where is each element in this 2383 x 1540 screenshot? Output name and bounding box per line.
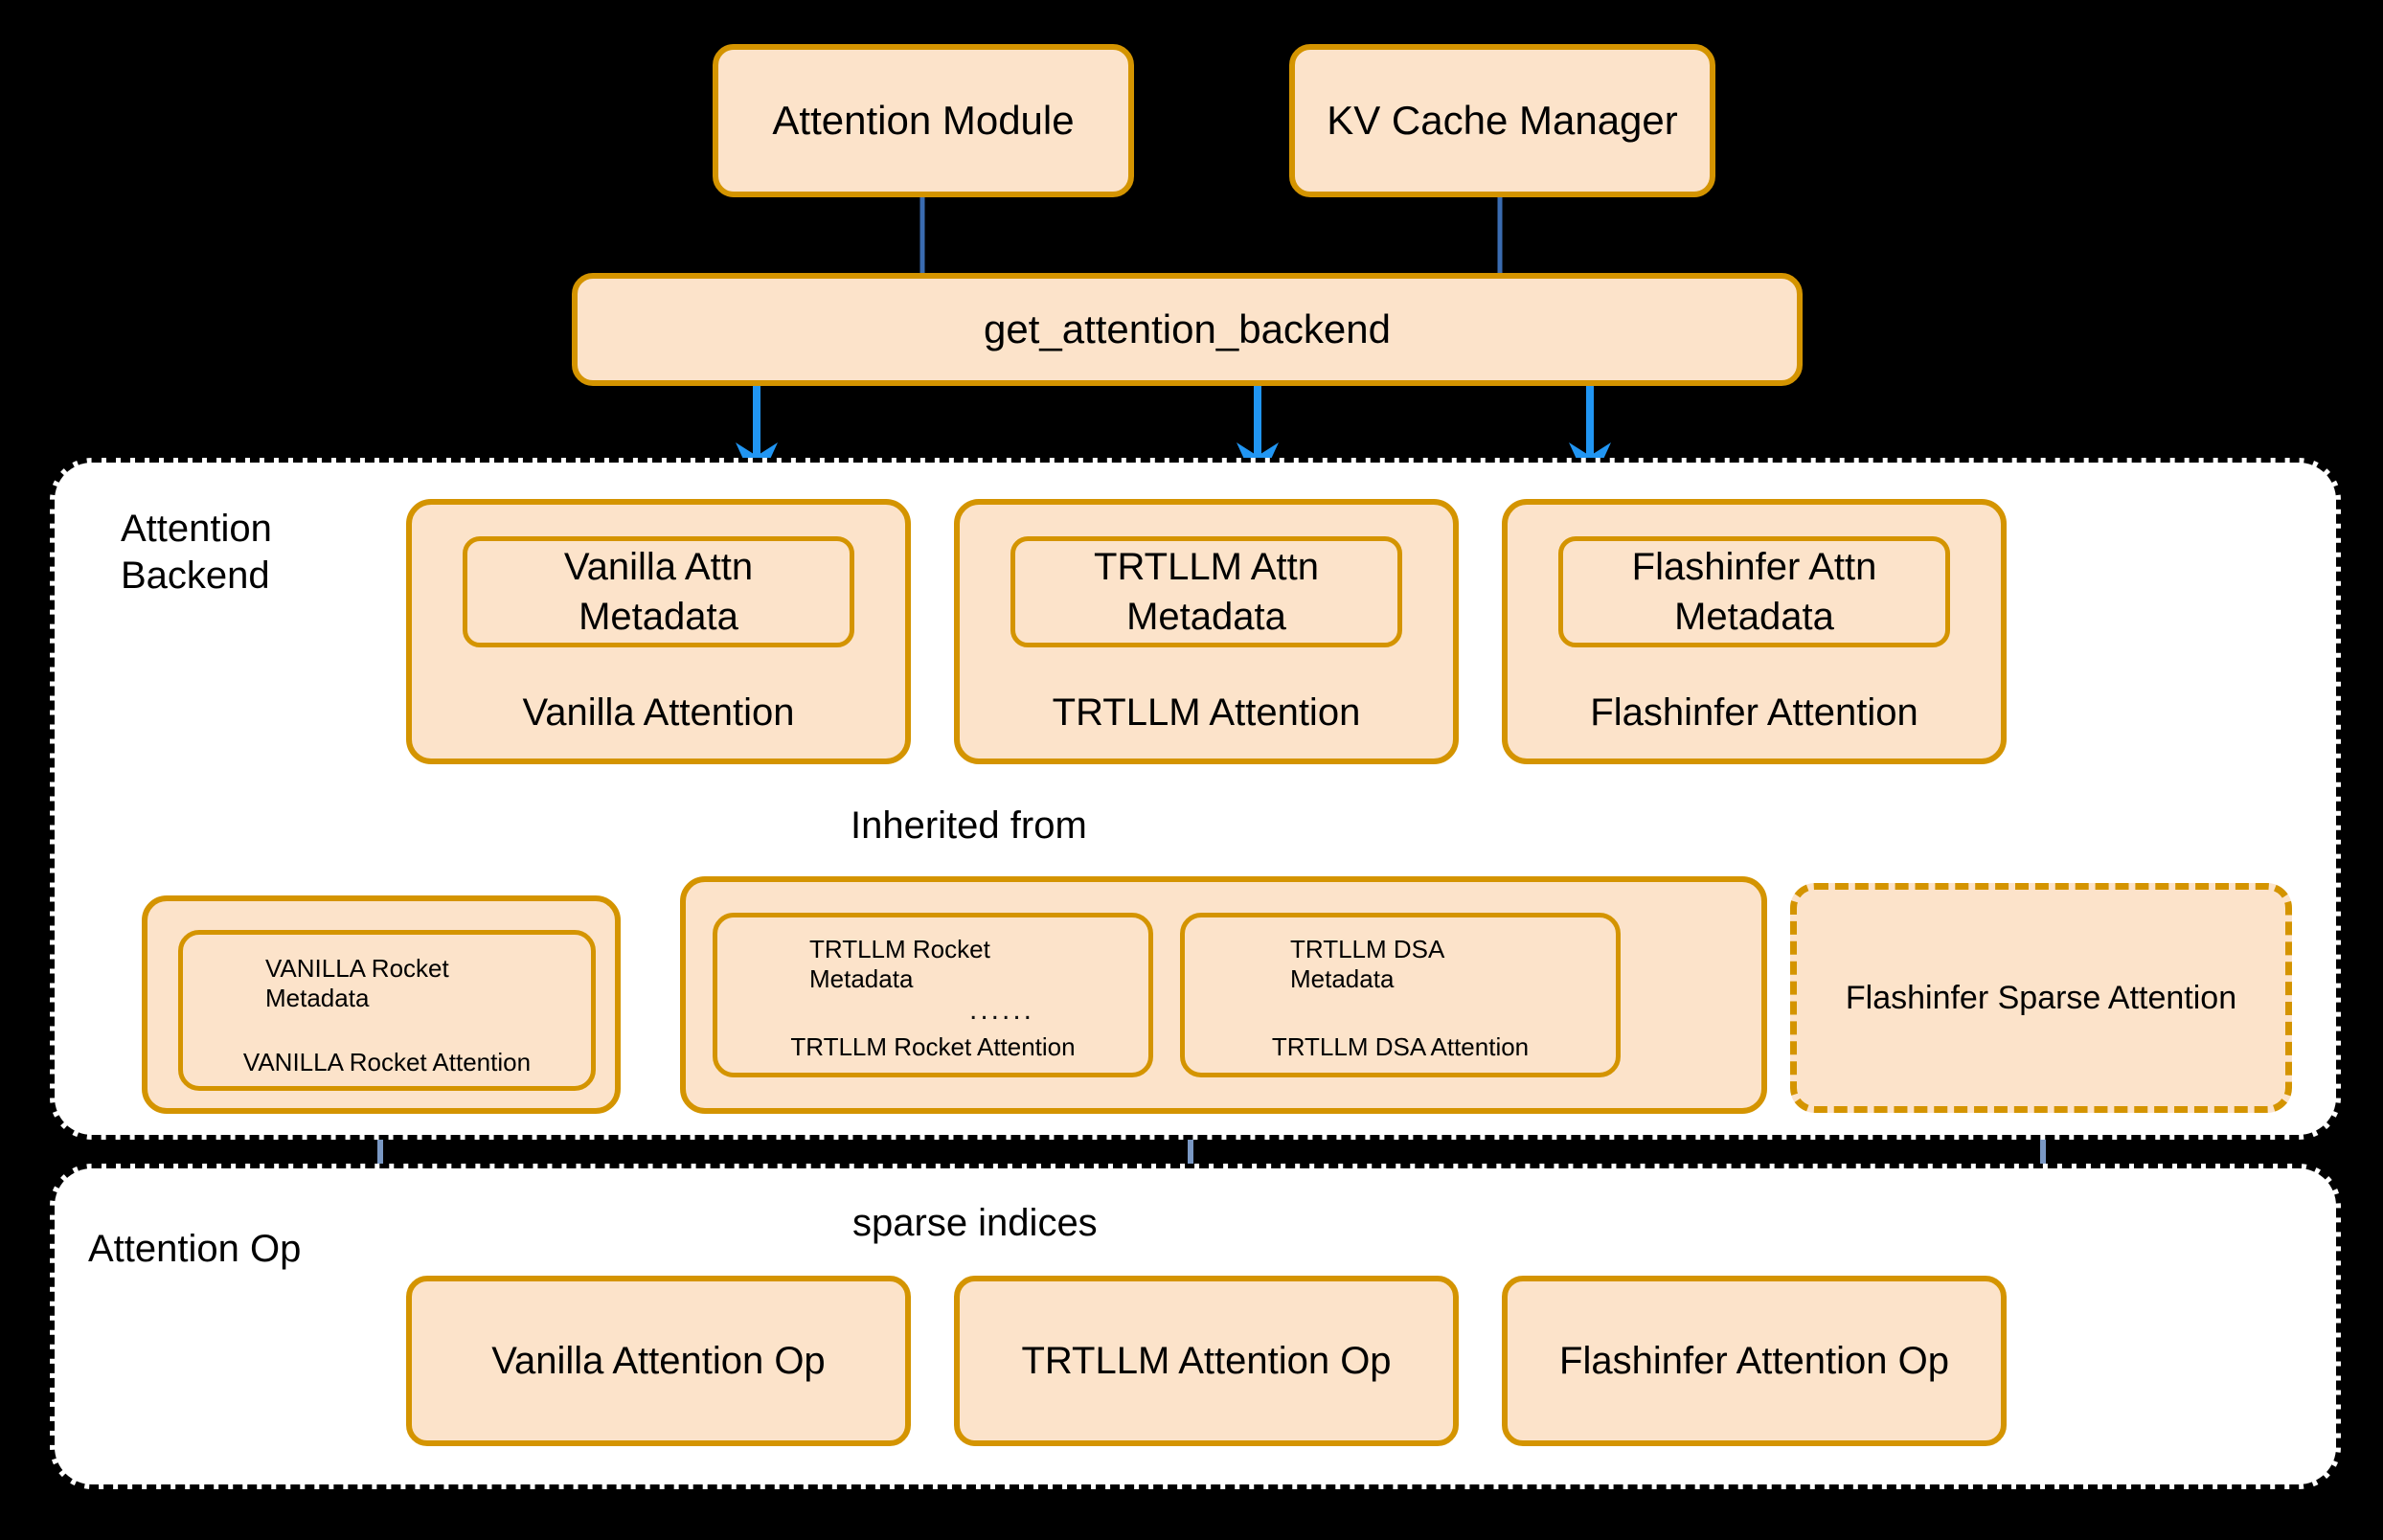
more-backends-ellipsis: ...... xyxy=(969,994,1035,1026)
get-attention-backend-box[interactable]: get_attention_backend xyxy=(572,273,1803,386)
trtllm-dsa-attention-label: TRTLLM DSA Attention xyxy=(1271,1032,1530,1061)
attention-op-panel-label: Attention Op xyxy=(88,1228,302,1270)
vanilla-attention-op-label: Vanilla Attention Op xyxy=(491,1340,826,1382)
get-attention-backend-label: get_attention_backend xyxy=(983,306,1392,351)
flashinfer-attention-op-box[interactable]: Flashinfer Attention Op xyxy=(1502,1276,2007,1446)
flashinfer-attention-op-label: Flashinfer Attention Op xyxy=(1559,1340,1949,1382)
attention-module-box[interactable]: Attention Module xyxy=(713,44,1134,197)
flashinfer-sparse-attention-box[interactable]: Flashinfer Sparse Attention xyxy=(1790,883,2292,1113)
vanilla-attention-op-box[interactable]: Vanilla Attention Op xyxy=(406,1276,911,1446)
attention-module-label: Attention Module xyxy=(772,97,1075,143)
flashinfer-sparse-attention-label: Flashinfer Sparse Attention xyxy=(1845,979,2237,1016)
inherited-from-label: Inherited from xyxy=(851,804,1087,847)
vanilla-rocket-attention-label: VANILLA Rocket Attention xyxy=(242,1048,532,1076)
trtllm-attention-label: TRTLLM Attention xyxy=(1052,691,1361,734)
trtllm-attention-op-label: TRTLLM Attention Op xyxy=(1021,1340,1392,1382)
trtllm-rocket-attention-label: TRTLLM Rocket Attention xyxy=(790,1032,1076,1061)
kv-cache-manager-box[interactable]: KV Cache Manager xyxy=(1289,44,1715,197)
sparse-indices-label: sparse indices xyxy=(852,1202,1098,1244)
vanilla-attention-label: Vanilla Attention xyxy=(522,691,795,734)
kv-cache-manager-label: KV Cache Manager xyxy=(1327,97,1678,143)
trtllm-attention-op-box[interactable]: TRTLLM Attention Op xyxy=(954,1276,1459,1446)
flashinfer-attention-label: Flashinfer Attention xyxy=(1590,691,1918,734)
